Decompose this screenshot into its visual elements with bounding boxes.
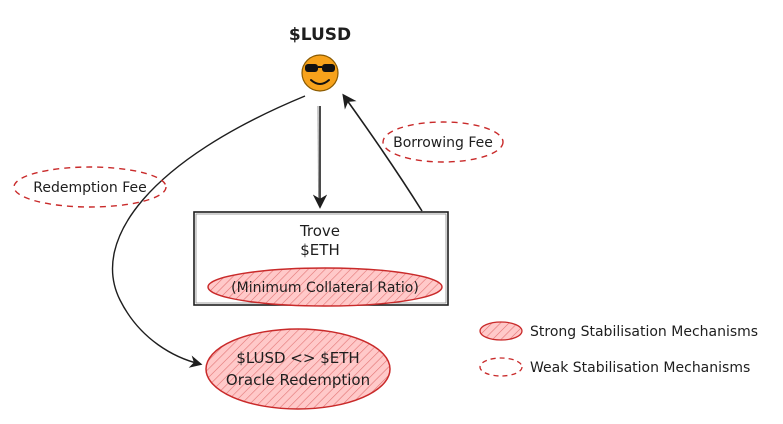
legend-weak-label: Weak Stabilisation Mechanisms (530, 360, 750, 376)
collateral-ratio-ellipse (207, 267, 443, 307)
legend-strong-label: Strong Stabilisation Mechanisms (530, 324, 758, 340)
legend: Strong Stabilisation Mechanisms Weak Sta… (479, 321, 758, 377)
token-label: $LUSD (289, 25, 351, 45)
oracle-redemption-line1: $LUSD <> $ETH (236, 349, 359, 367)
collateral-ratio-label: (Minimum Collateral Ratio) (231, 280, 419, 296)
oracle-redemption-ellipse (205, 328, 391, 410)
oracle-redemption-line2: Oracle Redemption (226, 371, 370, 389)
borrowing-fee-ellipse (382, 121, 504, 163)
redemption-fee-ellipse (13, 166, 167, 208)
borrowing-fee-label: Borrowing Fee (393, 135, 493, 151)
trove-title: Trove (299, 222, 340, 240)
arrow-trove-to-token (342, 93, 423, 212)
arrow-token-to-redemption (111, 95, 306, 368)
legend-weak-swatch (479, 357, 523, 377)
sunglasses-smiley-icon (301, 54, 339, 92)
trove-asset: $ETH (300, 241, 339, 259)
legend-strong-swatch (479, 321, 523, 341)
redemption-fee-label: Redemption Fee (33, 180, 147, 196)
